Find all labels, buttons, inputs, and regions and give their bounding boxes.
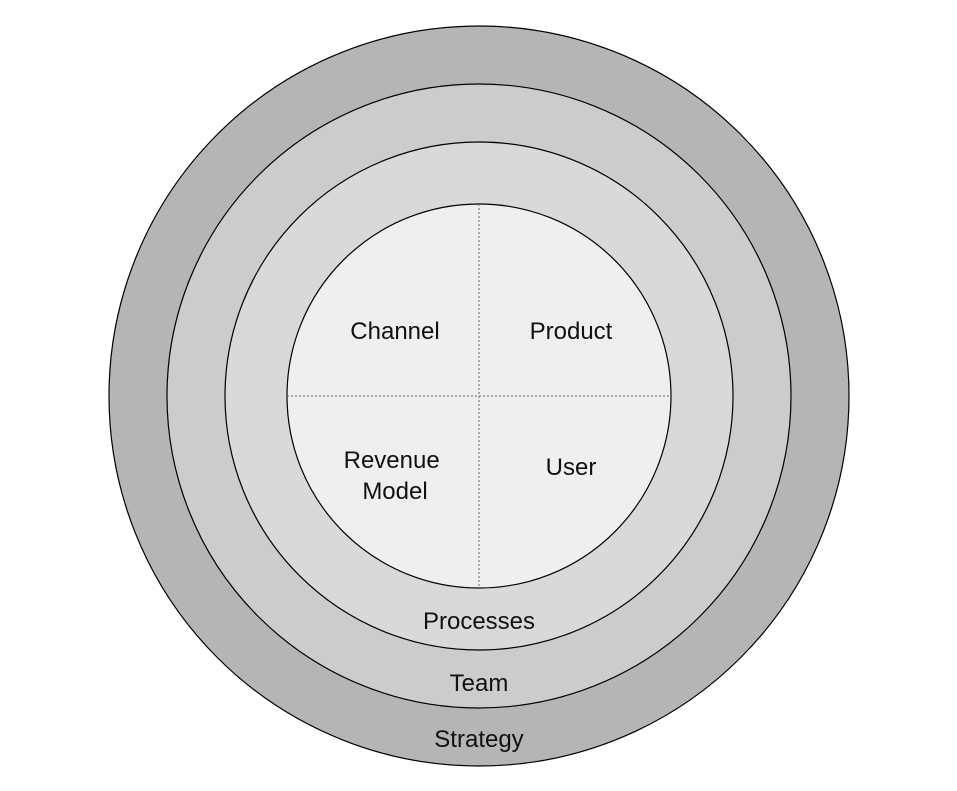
ring-label-strategy: Strategy (434, 726, 523, 753)
quadrant-label-revenue-line1: Revenue (344, 447, 440, 474)
quadrant-label-user: User (546, 454, 597, 481)
quadrant-label-revenue-model: Revenue Model (344, 447, 447, 505)
ring-label-processes: Processes (423, 608, 535, 635)
quadrant-label-channel: Channel (350, 318, 439, 345)
ring-label-team: Team (450, 670, 509, 697)
quadrant-label-product: Product (530, 318, 613, 345)
quadrant-label-revenue-line2: Model (362, 478, 427, 505)
